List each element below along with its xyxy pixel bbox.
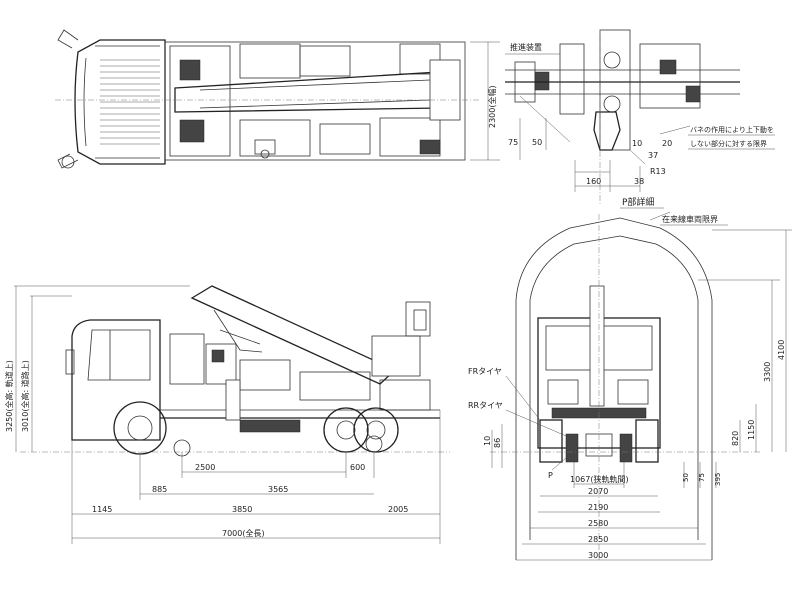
rear-dim-gauge: 1067(狭軌軌間) <box>570 474 629 484</box>
detail-note-line1: バネの作用により上下動を <box>690 125 774 134</box>
detail-radius-r13: R13 <box>650 167 666 176</box>
rear-view: 在来線車両限界 FRタイヤ RRタイヤ P 10 86 <box>468 211 792 561</box>
side-dim-rail-offset: 600 <box>350 463 365 472</box>
rear-dim-2070: 2070 <box>588 487 608 496</box>
rear-dim-3000: 3000 <box>588 551 608 560</box>
rear-dim-50: 50 <box>682 473 690 482</box>
rear-clearance-label: 在来線車両限界 <box>662 214 718 224</box>
side-dim-front-overhang: 1145 <box>92 505 112 514</box>
rear-dim-75: 75 <box>698 473 706 482</box>
rear-dim-86: 86 <box>493 438 502 448</box>
rear-dim-4100: 4100 <box>777 340 786 360</box>
rear-dim-2580: 2580 <box>588 519 608 528</box>
side-dim-mid: 3850 <box>232 505 252 514</box>
rear-fr-tire: FRタイヤ <box>468 367 502 376</box>
detail-dim-75: 75 <box>508 138 518 147</box>
top-view: 2300(全幅) <box>55 29 500 169</box>
side-view: 3250(全高: 軌道上) 3010(全高: 道路上) 2500 600 885… <box>4 285 450 544</box>
detail-dim-160: 160 <box>586 177 601 186</box>
side-dim-front-part: 885 <box>152 485 167 494</box>
detail-dim-37: 37 <box>648 151 658 160</box>
detail-top-label: 推進装置 <box>510 42 542 52</box>
detail-dim-38: 38 <box>634 177 644 186</box>
side-height-overall: 3250(全高: 軌道上) <box>4 360 14 432</box>
detail-p-view: 推進装置 75 50 10 37 20 R13 <box>505 29 775 209</box>
rear-dim-2190: 2190 <box>588 503 608 512</box>
rear-p-label: P <box>548 471 553 480</box>
rear-dim-395: 395 <box>714 473 722 486</box>
detail-dim-50: 50 <box>532 138 542 147</box>
detail-title: P部詳細 <box>622 196 654 208</box>
side-height-road: 3010(全高: 道路上) <box>20 360 30 432</box>
detail-note-line2: しない部分に対する限界 <box>690 139 767 148</box>
rear-dim-1150: 1150 <box>747 420 756 440</box>
detail-dim-20: 20 <box>662 139 672 148</box>
side-dim-rear-overhang: 2005 <box>388 505 408 514</box>
rear-dim-3300: 3300 <box>763 362 772 382</box>
rear-dim-820: 820 <box>731 431 740 446</box>
rear-dim-2850: 2850 <box>588 535 608 544</box>
detail-dim-10: 10 <box>632 139 642 148</box>
rear-dim-10: 10 <box>483 436 492 446</box>
side-dim-total-length: 7000(全長) <box>222 528 265 538</box>
side-dim-rear-part: 3565 <box>268 485 288 494</box>
top-width-dimension: 2300(全幅) <box>487 85 497 128</box>
side-dim-wheelbase: 2500 <box>195 463 215 472</box>
rear-rr-tire: RRタイヤ <box>468 401 503 410</box>
